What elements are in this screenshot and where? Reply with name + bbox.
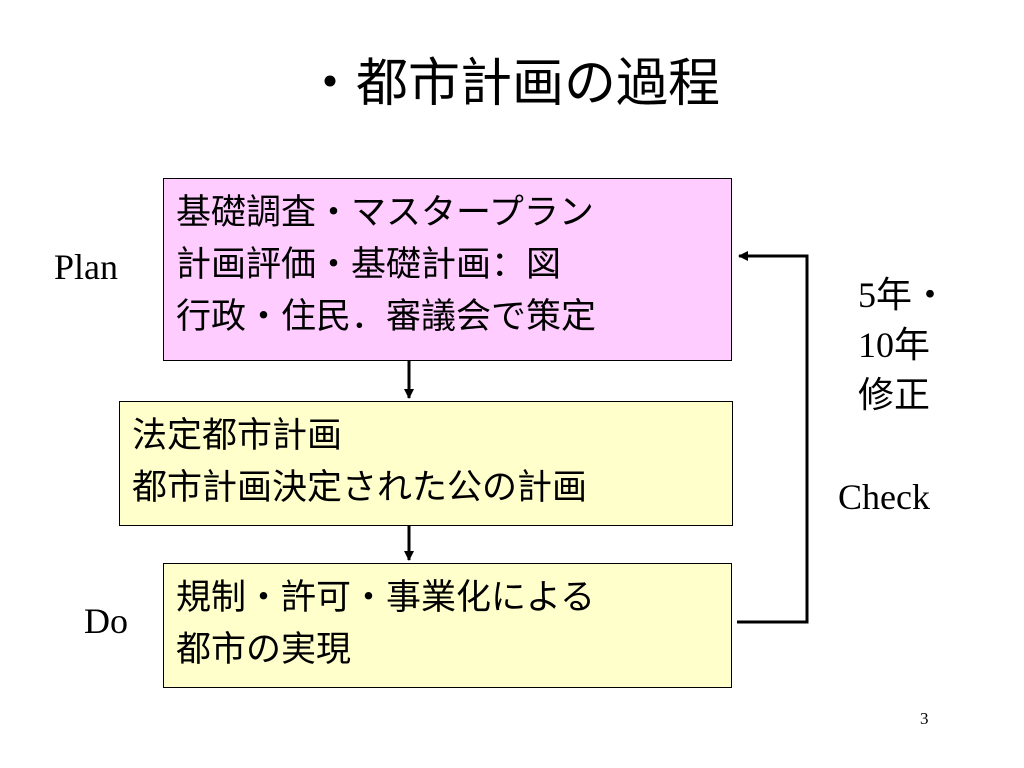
- revision-line-2: 10年: [858, 325, 931, 365]
- revision-line-1: 5年・: [858, 275, 949, 315]
- plan-label: Plan: [54, 247, 119, 287]
- do-box: 規制・許可・事業化による 都市の実現: [163, 563, 732, 688]
- legal-box-line-2: 都市計画決定された公の計画: [132, 468, 588, 508]
- legal-box-line-1: 法定都市計画: [132, 416, 343, 456]
- do-box-line-1: 規制・許可・事業化による: [176, 578, 595, 618]
- page-number: 3: [920, 709, 929, 728]
- check-label: Check: [838, 477, 930, 517]
- plan-box-line-3: 行政・住民．審議会で策定: [176, 297, 597, 337]
- revision-note: 5年・ 10年 修正: [858, 270, 948, 420]
- do-label: Do: [84, 601, 128, 641]
- arrow-check-feedback: [737, 251, 809, 624]
- do-box-line-2: 都市の実現: [176, 630, 352, 670]
- plan-box-line-1: 基礎調査・マスタープラン: [176, 193, 594, 233]
- plan-box-line-2: 計画評価・基礎計画：図: [176, 245, 562, 285]
- legal-plan-box: 法定都市計画 都市計画決定された公の計画: [119, 401, 733, 526]
- plan-box: 基礎調査・マスタープラン 計画評価・基礎計画：図 行政・住民．審議会で策定: [163, 178, 732, 361]
- slide-title: ・都市計画の過程: [303, 54, 720, 114]
- revision-line-3: 修正: [858, 375, 931, 415]
